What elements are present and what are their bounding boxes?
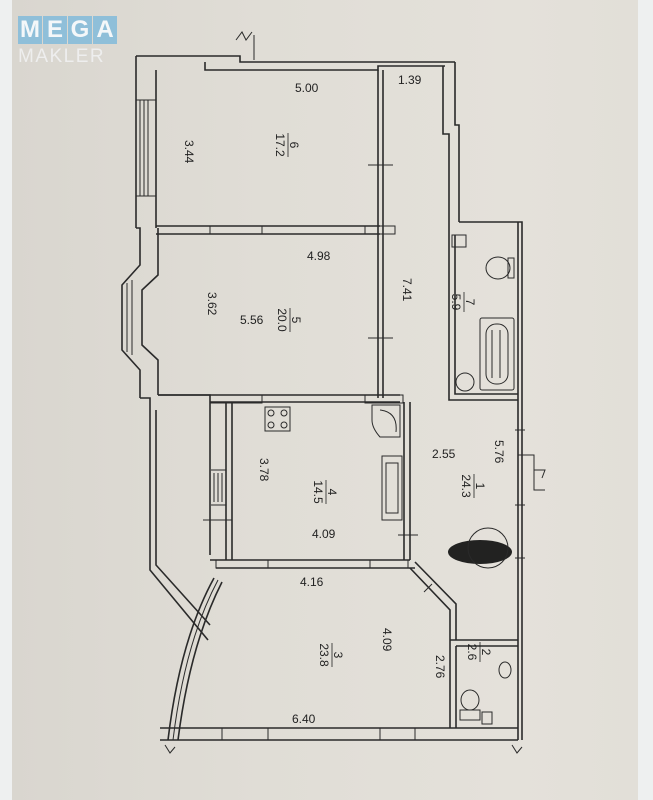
plan-paper	[12, 0, 638, 800]
fixtures	[264, 256, 515, 725]
room-area: 5.9	[449, 294, 463, 311]
dim-label: 5.00	[295, 81, 319, 95]
logo-letter: M	[18, 16, 42, 44]
room-area: 20.0	[275, 308, 289, 332]
toilet-icon	[460, 689, 480, 711]
room-number: 7	[463, 299, 477, 306]
room-number: 4	[325, 489, 339, 496]
room-area: 2.6	[465, 644, 479, 661]
watermark-logo: M E G A MAKLER	[18, 16, 117, 68]
room-area: 17.2	[273, 133, 287, 157]
logo-letter: E	[43, 16, 67, 44]
washbasin-icon	[498, 661, 512, 679]
room-labels: 5.00 3.44 6 17.2 1.39 4.98 3.62 5.56 5 2…	[182, 73, 506, 726]
stove-icon	[264, 406, 291, 432]
room-number: 2	[479, 649, 493, 656]
room-number: 3	[331, 652, 345, 659]
dim-label: 4.16	[300, 575, 324, 589]
dim-label: 6.40	[292, 712, 316, 726]
ink-blot	[448, 540, 512, 564]
logo-letter: G	[68, 16, 92, 44]
dim-label: 7.41	[400, 278, 414, 302]
logo-letter: A	[93, 16, 117, 44]
dim-label: 4.09	[380, 628, 394, 652]
room-number: 1	[473, 483, 487, 490]
bathtub-icon	[479, 317, 515, 391]
logo-mega: M E G A	[18, 16, 117, 44]
kitchen-sink-icon	[381, 455, 403, 521]
dim-label: 2.55	[432, 447, 456, 461]
room-number: 5	[289, 317, 303, 324]
washbasin-icon	[455, 372, 475, 392]
room-area: 23.8	[317, 643, 331, 667]
dim-label: 4.09	[312, 527, 336, 541]
dim-label: 1.39	[398, 73, 422, 87]
dim-label: 5.56	[240, 313, 264, 327]
room-area: 24.3	[459, 474, 473, 498]
interior-walls	[156, 70, 546, 728]
room-area: 14.5	[311, 480, 325, 504]
dim-label: 3.62	[205, 292, 219, 316]
dim-label: 4.98	[307, 249, 331, 263]
outer-walls	[121, 31, 523, 754]
room-number: 6	[287, 142, 301, 149]
logo-makler: MAKLER	[18, 46, 106, 67]
dim-label: 3.78	[257, 458, 271, 482]
toilet-icon	[485, 256, 511, 280]
dim-label: 5.76	[492, 440, 506, 464]
corner-sink-icon	[371, 404, 401, 438]
dim-label: 3.44	[182, 140, 196, 164]
dim-label: 2.76	[433, 655, 447, 679]
